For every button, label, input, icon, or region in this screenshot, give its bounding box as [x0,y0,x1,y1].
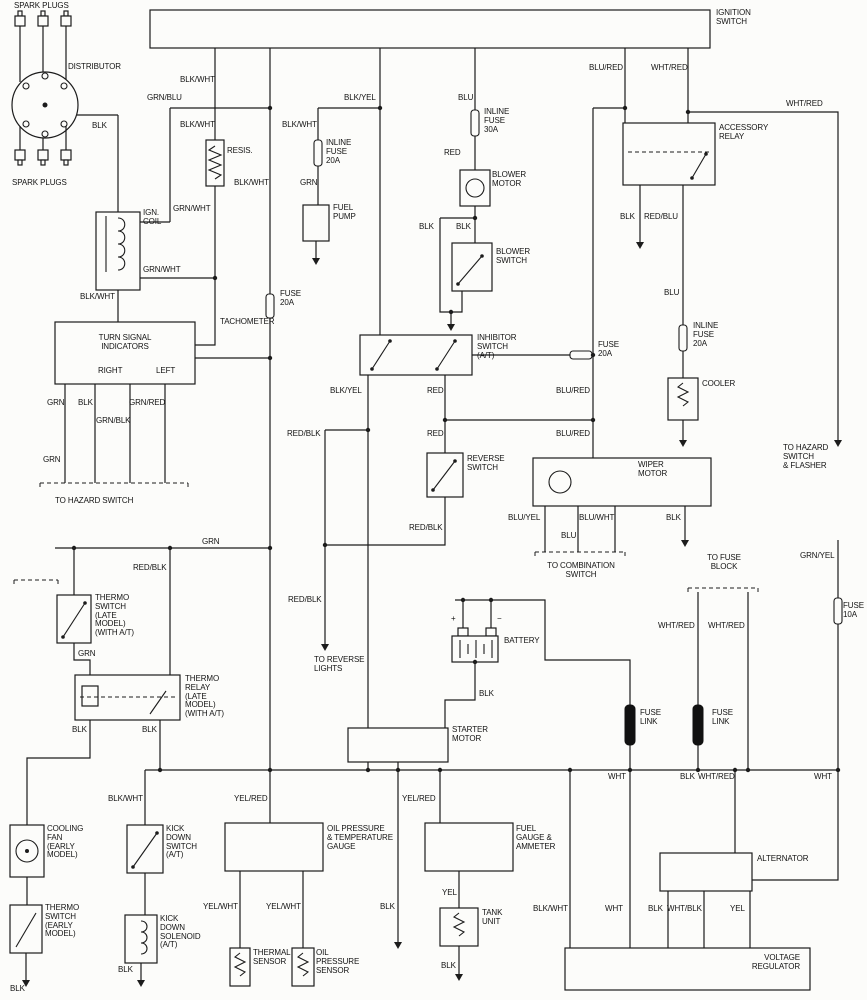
alternator-box [659,852,753,892]
spark-plugs-bottom [14,126,72,166]
starter-motor-box [347,727,449,763]
ign-coil-box [95,211,141,291]
battery [451,627,499,663]
distributor [11,71,79,139]
to-fuse-block-bracket [687,587,759,595]
fuse-link-2 [692,704,704,746]
thermo-switch-late-contact [62,602,86,638]
tank-unit-box [439,907,479,947]
tank-unit-element [452,912,466,937]
inhibitor-switch-contacts [371,340,456,370]
thermal-sensor-element [233,952,247,977]
thermo-relay-coil [81,685,99,707]
blower-switch-contact [457,255,483,285]
fuse-link-1 [624,704,636,746]
oil-temp-gauge-box [224,822,324,872]
reverse-switch-contact [432,460,456,491]
kick-down-switch-contact [132,832,158,868]
inline-fuse-20a-left [313,139,323,167]
junction-dots [71,105,841,773]
connector-brackets [13,482,759,595]
termination-arrows [22,242,842,987]
fuse-20a-left [265,293,275,319]
thermo-switch-early-contact [15,912,37,948]
kick-down-solenoid-box [124,914,158,964]
cooler-element [676,382,690,407]
component-boxes [9,9,811,991]
fuse-20a-mid [569,350,593,360]
wires-middle [239,48,593,974]
wires-left [25,48,380,980]
to-hazard-switch-bracket [39,482,189,490]
ignition-switch-box [149,9,711,49]
fuse-10a [833,597,843,625]
oil-pressure-sensor-element [296,952,310,977]
spark-plugs-top [14,10,72,82]
wires-right [145,48,839,948]
oil-pressure-sensor-box [291,947,315,987]
wiper-motor-box [532,457,712,507]
inline-fuse-20a-right [678,324,688,352]
thermo-relay-contact [149,690,167,715]
thermo-switch-bracket [13,579,59,587]
blower-motor-armature [465,178,485,198]
fuel-pump-box [302,204,330,242]
cooling-fan-symbol [15,839,39,863]
solenoid-winding [140,920,148,955]
resistor-symbol [207,145,223,180]
coil-winding-symbol [105,216,126,272]
to-combination-switch-bracket [534,551,626,559]
component-symbols [15,145,710,977]
accessory-relay-contact [691,153,707,179]
inline-fuse-30a [470,109,480,137]
blower-motor-box [459,169,491,207]
accessory-relay-box [622,122,716,186]
fuel-gauge-box [424,822,514,872]
fuses [265,109,843,746]
turn-signal-indicators-box [54,321,196,385]
wiper-motor-armature [548,470,572,494]
voltage-regulator-box [564,947,811,991]
